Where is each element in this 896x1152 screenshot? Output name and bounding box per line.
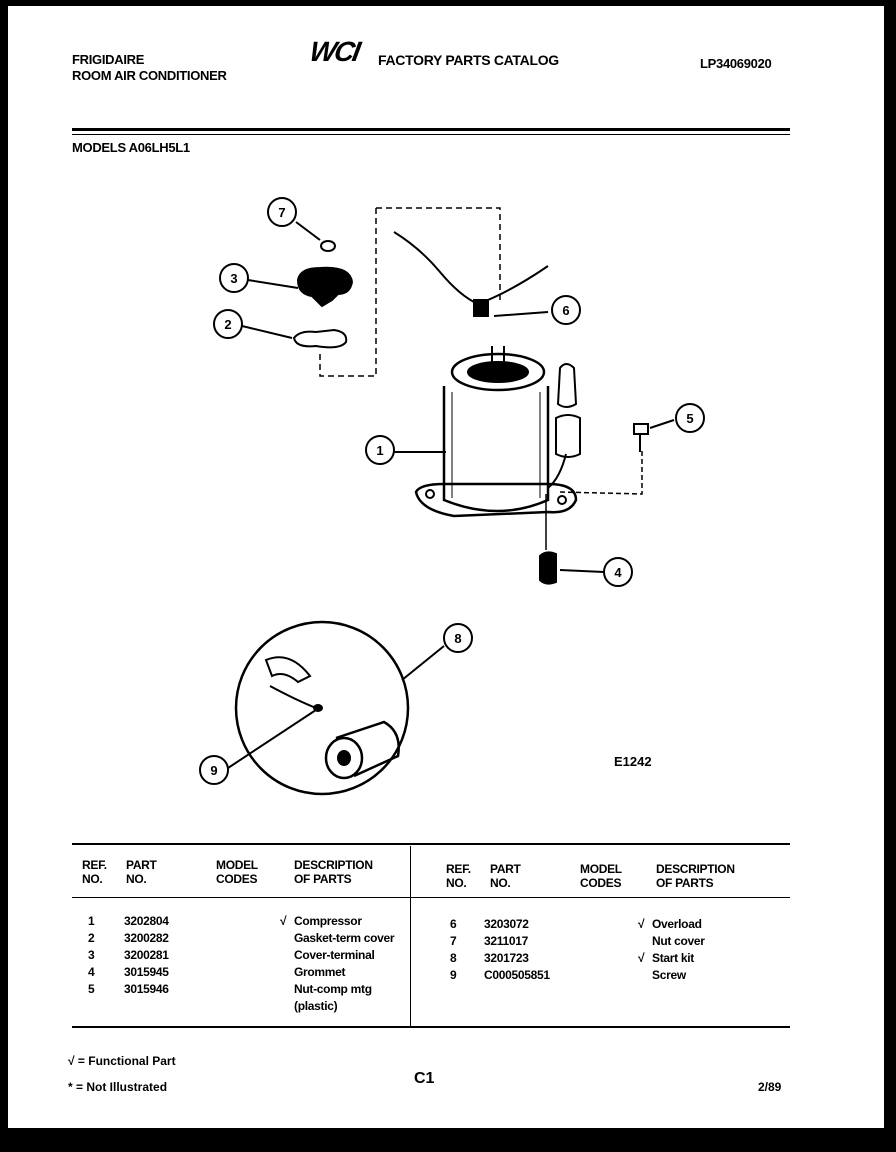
table-top-rule (72, 843, 790, 845)
part-desc-cell: Nut-comp mtg (plastic) (294, 982, 372, 1013)
catalog-page (8, 6, 884, 1128)
callout-label: 5 (686, 411, 693, 426)
nut-cover-icon (320, 240, 336, 252)
part-desc-cell: Gasket-term cover (294, 931, 395, 945)
table-bottom-rule (72, 1026, 790, 1028)
callout-circle (219, 263, 249, 293)
callout-circle (267, 197, 297, 227)
callout-circle (603, 557, 633, 587)
screw-icon (633, 423, 649, 452)
detail-view-circle (234, 620, 410, 796)
part-part-cell: 3203072 (484, 917, 529, 931)
part-check-cell: √ (638, 917, 645, 931)
revision-date: 2/89 (758, 1080, 782, 1094)
callout-label: 3 (230, 271, 237, 286)
callout-label: 2 (224, 317, 231, 332)
assembly-bracket-line (319, 207, 501, 377)
part-ref-cell: 8 (450, 951, 457, 965)
callout-label: 7 (278, 205, 285, 220)
table-column-divider (410, 846, 411, 1026)
part-ref-cell: 2 (88, 931, 95, 945)
legend-functional: √ = Functional Part (68, 1054, 176, 1068)
part-desc-cell: Nut cover (652, 934, 705, 948)
header-ref-right: REF.NO. (446, 862, 471, 890)
part-part-cell: 3200281 (124, 948, 169, 962)
part-ref-cell: 4 (88, 965, 95, 979)
callout-label: 8 (454, 631, 461, 646)
callout-circle (213, 309, 243, 339)
part-desc-cell: Cover-terminal (294, 948, 375, 962)
callout-label: 4 (614, 565, 622, 580)
callout-circle (551, 295, 581, 325)
part-ref-cell: 5 (88, 982, 95, 996)
model-number: MODELS A06LH5L1 (72, 140, 190, 155)
part-ref-cell: 3 (88, 948, 95, 962)
start-kit-detail-icon (335, 720, 400, 778)
part-ref-cell: 7 (450, 934, 457, 948)
illustration-code: E1242 (614, 754, 652, 769)
part-part-cell: 3200282 (124, 931, 169, 945)
part-desc-cell: Compressor (294, 914, 362, 928)
page-code: C1 (414, 1070, 435, 1087)
overload-wire-left (393, 231, 479, 305)
mounting-base-icon (414, 482, 578, 518)
part-check-cell: √ (638, 951, 645, 965)
header-rule-thick (72, 128, 790, 131)
callout-circle (443, 623, 473, 653)
part-check-cell: √ (280, 914, 287, 928)
catalog-title: FACTORY PARTS CATALOG (378, 52, 559, 68)
part-ref-cell: 1 (88, 914, 95, 928)
callout-circle (365, 435, 395, 465)
part-desc-cell: Overload (652, 917, 702, 931)
part-part-cell: 3015946 (124, 982, 169, 996)
document-number: LP34069020 (700, 56, 772, 71)
brand-name: FRIGIDAIRE (72, 52, 145, 67)
callout-label: 9 (210, 763, 217, 778)
part-desc-cell: Start kit (652, 951, 694, 965)
part-part-cell: 3202804 (124, 914, 169, 928)
part-ref-cell: 9 (450, 968, 457, 982)
overload-wire-right (477, 265, 549, 305)
callout-circle (675, 403, 705, 433)
header-ref: REF.NO. (82, 858, 107, 886)
part-part-cell: 3015945 (124, 965, 169, 979)
part-desc-cell: Screw (652, 968, 686, 982)
part-ref-cell: 6 (450, 917, 457, 931)
callout-label: 1 (376, 443, 383, 458)
start-kit-icon (556, 363, 578, 408)
compressor-top (450, 352, 546, 392)
overload-icon (473, 299, 489, 317)
callout-label: 6 (562, 303, 569, 318)
grommet-icon (539, 551, 557, 585)
terminal-cover-icon (296, 266, 354, 308)
part-part-cell: 3211017 (484, 934, 528, 948)
part-desc-cell: Grommet (294, 965, 346, 979)
product-line: ROOM AIR CONDITIONER (72, 68, 227, 83)
compressor-body-icon (442, 386, 550, 513)
callout-circle (199, 755, 229, 785)
brand-block: FRIGIDAIRE ROOM AIR CONDITIONER (72, 52, 227, 84)
legend-not-illustrated: * = Not Illustrated (68, 1080, 168, 1094)
part-part-cell: 3201723 (484, 951, 529, 965)
table-header-rule (72, 897, 790, 898)
gasket-icon (292, 328, 348, 349)
header-rule-thin (72, 134, 790, 135)
clip-icon (264, 656, 312, 684)
part-part-cell: C000505851 (484, 968, 550, 982)
